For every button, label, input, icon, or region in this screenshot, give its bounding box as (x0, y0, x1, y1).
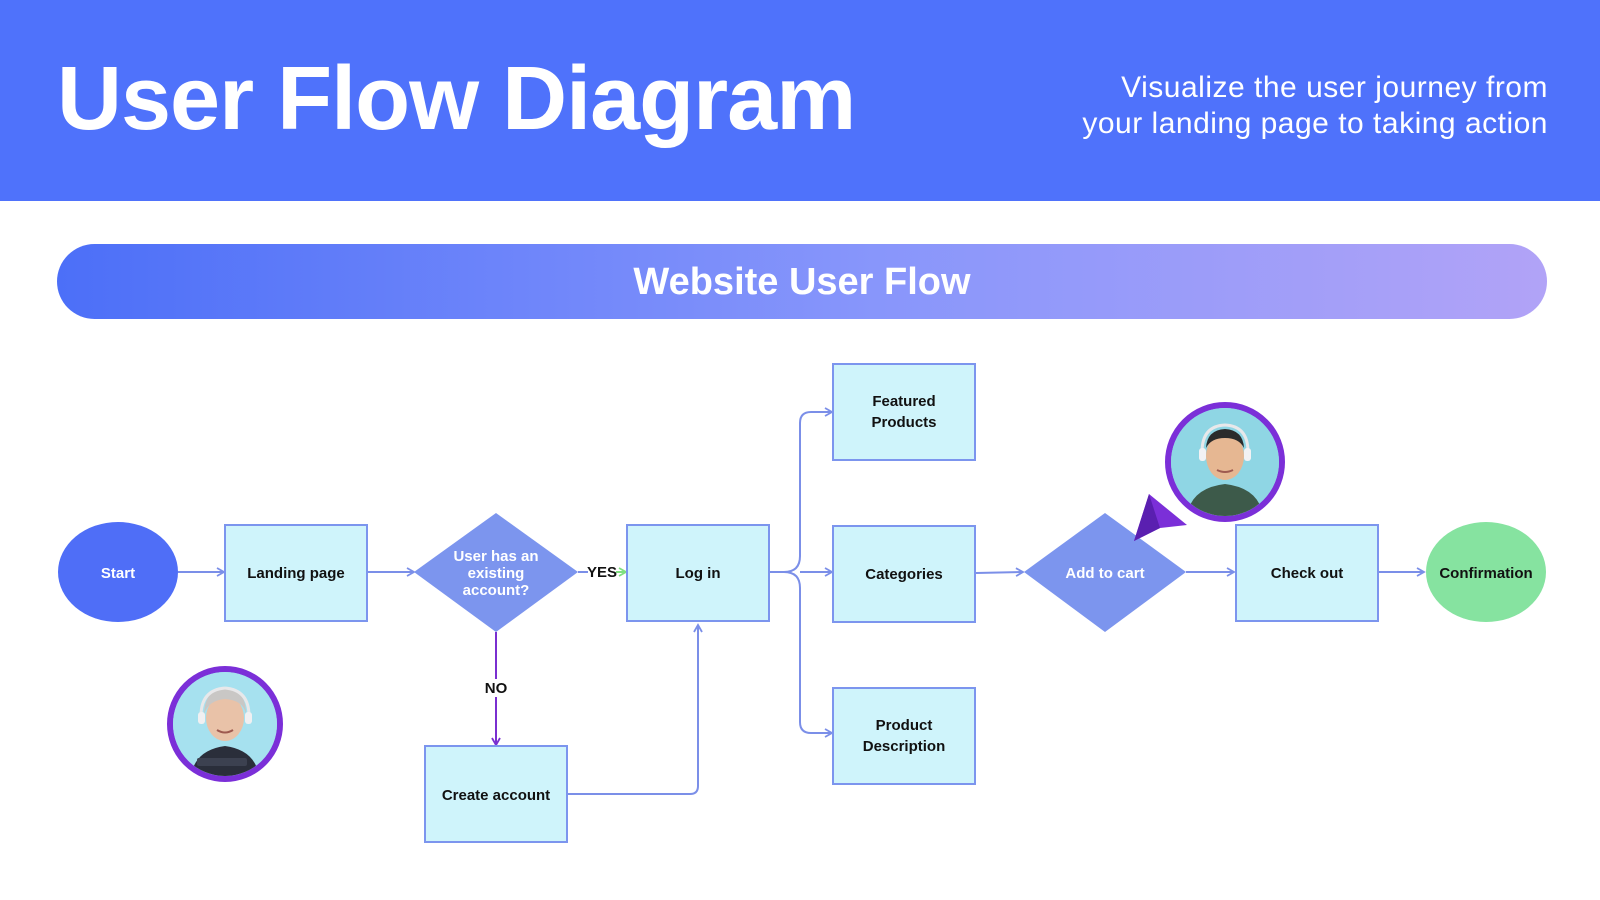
subtitle-line-2: your landing page to taking action (1082, 107, 1548, 140)
header-bar: User Flow Diagram Visualize the user jou… (0, 0, 1600, 201)
landing-page-label: Landing page (247, 565, 345, 582)
featured-label-1: Featured (872, 393, 935, 410)
yes-label: YES (587, 564, 617, 581)
section-banner: Website User Flow (57, 244, 1547, 319)
node-decision: User has an existing account? (414, 513, 578, 632)
no-label: NO (485, 680, 508, 697)
confirmation-label: Confirmation (1439, 565, 1532, 582)
featured-label-2: Products (871, 414, 936, 431)
avatar-man-headphones-icon (1165, 402, 1285, 522)
add-to-cart-label: Add to cart (1065, 565, 1144, 582)
categories-label: Categories (865, 566, 943, 583)
node-check-out: Check out (1235, 524, 1379, 622)
avatar-woman-headphones-icon (167, 666, 283, 782)
node-product-description: Product Description (832, 687, 976, 785)
decision-label-2: existing (468, 565, 525, 582)
node-categories: Categories (832, 525, 976, 623)
node-create-account: Create account (424, 745, 568, 843)
banner-title: Website User Flow (633, 261, 971, 303)
node-confirmation: Confirmation (1426, 522, 1546, 622)
node-featured-products: Featured Products (832, 363, 976, 461)
product-desc-label-1: Product (876, 717, 933, 734)
start-label: Start (101, 565, 135, 582)
edge-categories-cart (975, 567, 1025, 577)
cursor-pointer-icon (1134, 494, 1187, 541)
decision-label-1: User has an (453, 548, 538, 565)
create-account-label: Create account (442, 787, 550, 804)
page-title: User Flow Diagram (57, 49, 856, 149)
edge-login-branch (770, 407, 834, 573)
decision-label-3: account? (463, 582, 530, 599)
edge-login-product-desc (783, 571, 834, 738)
page-subtitle: Visualize the user journey from your lan… (988, 70, 1548, 142)
node-start: Start (58, 522, 178, 622)
node-landing-page: Landing page (224, 524, 368, 622)
subtitle-line-1: Visualize the user journey from (1121, 71, 1548, 104)
check-out-label: Check out (1271, 565, 1344, 582)
product-desc-label-2: Description (863, 738, 946, 755)
log-in-label: Log in (676, 565, 721, 582)
node-add-to-cart: Add to cart (1024, 513, 1186, 632)
edge-create-login (568, 623, 703, 795)
node-log-in: Log in (626, 524, 770, 622)
connectors (178, 407, 1426, 795)
